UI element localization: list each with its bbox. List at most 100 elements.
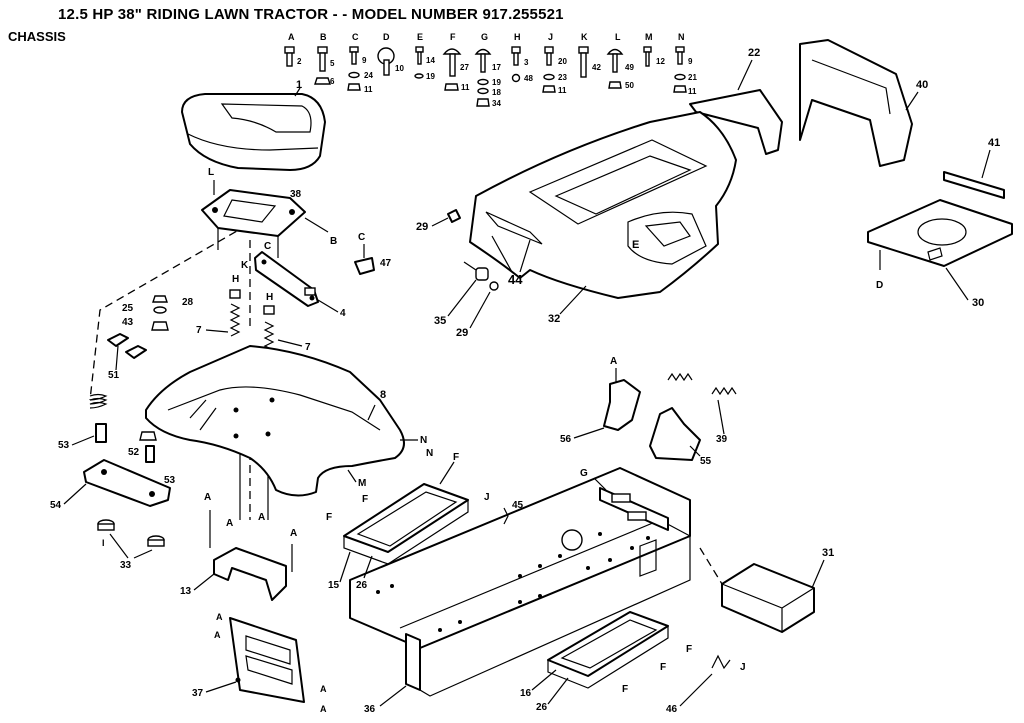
leader-line bbox=[109, 533, 129, 559]
hw-num: 6 bbox=[330, 77, 335, 86]
hw-letter-f: F bbox=[450, 32, 456, 42]
hw-num: 17 bbox=[492, 63, 501, 72]
spacer bbox=[95, 423, 107, 443]
callout-25: 25 bbox=[122, 303, 134, 314]
ref-n: N bbox=[420, 435, 427, 446]
seat-plate bbox=[201, 189, 306, 258]
hw-num: 48 bbox=[524, 74, 533, 83]
nut bbox=[139, 431, 157, 441]
ref-j: J bbox=[484, 492, 490, 503]
leader-line bbox=[193, 573, 215, 591]
hw-letter-b: B bbox=[320, 32, 327, 42]
hood-trim bbox=[689, 89, 783, 155]
hood bbox=[469, 111, 737, 299]
callout-37: 37 bbox=[192, 688, 204, 699]
leader-line bbox=[294, 87, 301, 97]
callout-30: 30 bbox=[972, 297, 984, 309]
ref-a: A bbox=[216, 612, 223, 622]
ref-i: I bbox=[102, 538, 105, 548]
callout-51: 51 bbox=[108, 370, 120, 381]
callout-8: 8 bbox=[380, 389, 386, 401]
hex-bolt-icon bbox=[284, 46, 295, 67]
callout-26: 26 bbox=[356, 580, 368, 591]
ref-f: F bbox=[660, 662, 666, 673]
callout-13: 13 bbox=[180, 586, 192, 597]
hw-num: 42 bbox=[592, 63, 601, 72]
leader-line bbox=[469, 291, 491, 329]
hw-num: 11 bbox=[364, 85, 373, 94]
leader-line bbox=[945, 267, 969, 301]
ref-a: A bbox=[226, 518, 233, 529]
ref-a: A bbox=[320, 704, 327, 714]
hardware-legend: A 2 B 5 6 C 9 24 11 D 10 E 14 19 F bbox=[284, 32, 697, 108]
callout-22: 22 bbox=[748, 47, 760, 59]
callout-7: 7 bbox=[305, 342, 311, 353]
callout-56: 56 bbox=[560, 434, 572, 445]
ref-a: A bbox=[214, 630, 221, 640]
leader-line bbox=[379, 685, 407, 707]
leader-line bbox=[905, 91, 919, 111]
screw-washer-icon bbox=[414, 46, 424, 79]
leader-line bbox=[447, 279, 477, 317]
leader-line bbox=[491, 235, 513, 273]
callout-16: 16 bbox=[520, 688, 532, 699]
bolt-washer-nut-icon bbox=[347, 46, 361, 91]
hw-num: 34 bbox=[492, 99, 501, 108]
callout-55: 55 bbox=[700, 456, 712, 467]
bolt-washer-nut-icon bbox=[673, 46, 687, 93]
clip bbox=[711, 654, 731, 670]
hw-letter-h: H bbox=[514, 32, 521, 42]
leader-line bbox=[811, 559, 825, 589]
leader-line bbox=[737, 59, 753, 91]
callout-7: 7 bbox=[196, 325, 202, 336]
leader-line bbox=[519, 239, 531, 273]
spring bbox=[667, 372, 737, 396]
leader-line bbox=[317, 299, 339, 313]
hw-letter-j: J bbox=[548, 32, 553, 42]
callout-29: 29 bbox=[416, 221, 428, 233]
bracket-56 bbox=[603, 379, 641, 431]
ref-f: F bbox=[622, 684, 628, 695]
leader-line bbox=[133, 549, 153, 559]
bolt-lockwasher-nut-icon bbox=[542, 46, 556, 93]
hw-num: 5 bbox=[330, 59, 335, 68]
page-title: 12.5 HP 38" RIDING LAWN TRACTOR - - MODE… bbox=[58, 6, 564, 23]
leader-line bbox=[531, 669, 557, 691]
hw-num: 3 bbox=[524, 58, 529, 67]
ref-j: J bbox=[740, 662, 746, 673]
wing-nut-icon bbox=[377, 47, 395, 76]
small-bolt-icon bbox=[643, 46, 652, 67]
callout-29: 29 bbox=[456, 327, 468, 339]
leader-line bbox=[547, 677, 569, 705]
ref-h: H bbox=[232, 274, 239, 285]
hw-num: 19 bbox=[492, 78, 501, 87]
hw-letter-c: C bbox=[352, 32, 359, 42]
long-bolt-icon bbox=[578, 46, 589, 78]
leader-line bbox=[689, 445, 701, 457]
hw-num: 9 bbox=[362, 56, 367, 65]
spring bbox=[89, 393, 108, 409]
rubber-pads bbox=[107, 333, 147, 359]
callout-39: 39 bbox=[716, 434, 728, 445]
ref-a: A bbox=[258, 512, 265, 523]
leader-line bbox=[363, 555, 373, 579]
callout-36: 36 bbox=[364, 704, 376, 715]
hw-num: 11 bbox=[461, 83, 470, 92]
spring bbox=[229, 289, 241, 337]
hw-num: 20 bbox=[558, 57, 567, 66]
hood-stop bbox=[447, 209, 461, 223]
ref-b: B bbox=[330, 236, 337, 247]
leader-line bbox=[367, 404, 376, 421]
fender bbox=[145, 345, 405, 497]
callout-32: 32 bbox=[548, 313, 560, 325]
leader-line bbox=[439, 461, 455, 485]
callout-43: 43 bbox=[122, 317, 134, 328]
hw-letter-d: D bbox=[383, 32, 390, 42]
leader-line bbox=[63, 483, 87, 505]
hw-num: 14 bbox=[426, 56, 435, 65]
hw-num: 2 bbox=[297, 57, 302, 66]
leader-line bbox=[981, 149, 991, 179]
hood-bumper bbox=[475, 267, 499, 291]
trim-strip bbox=[943, 171, 1005, 199]
